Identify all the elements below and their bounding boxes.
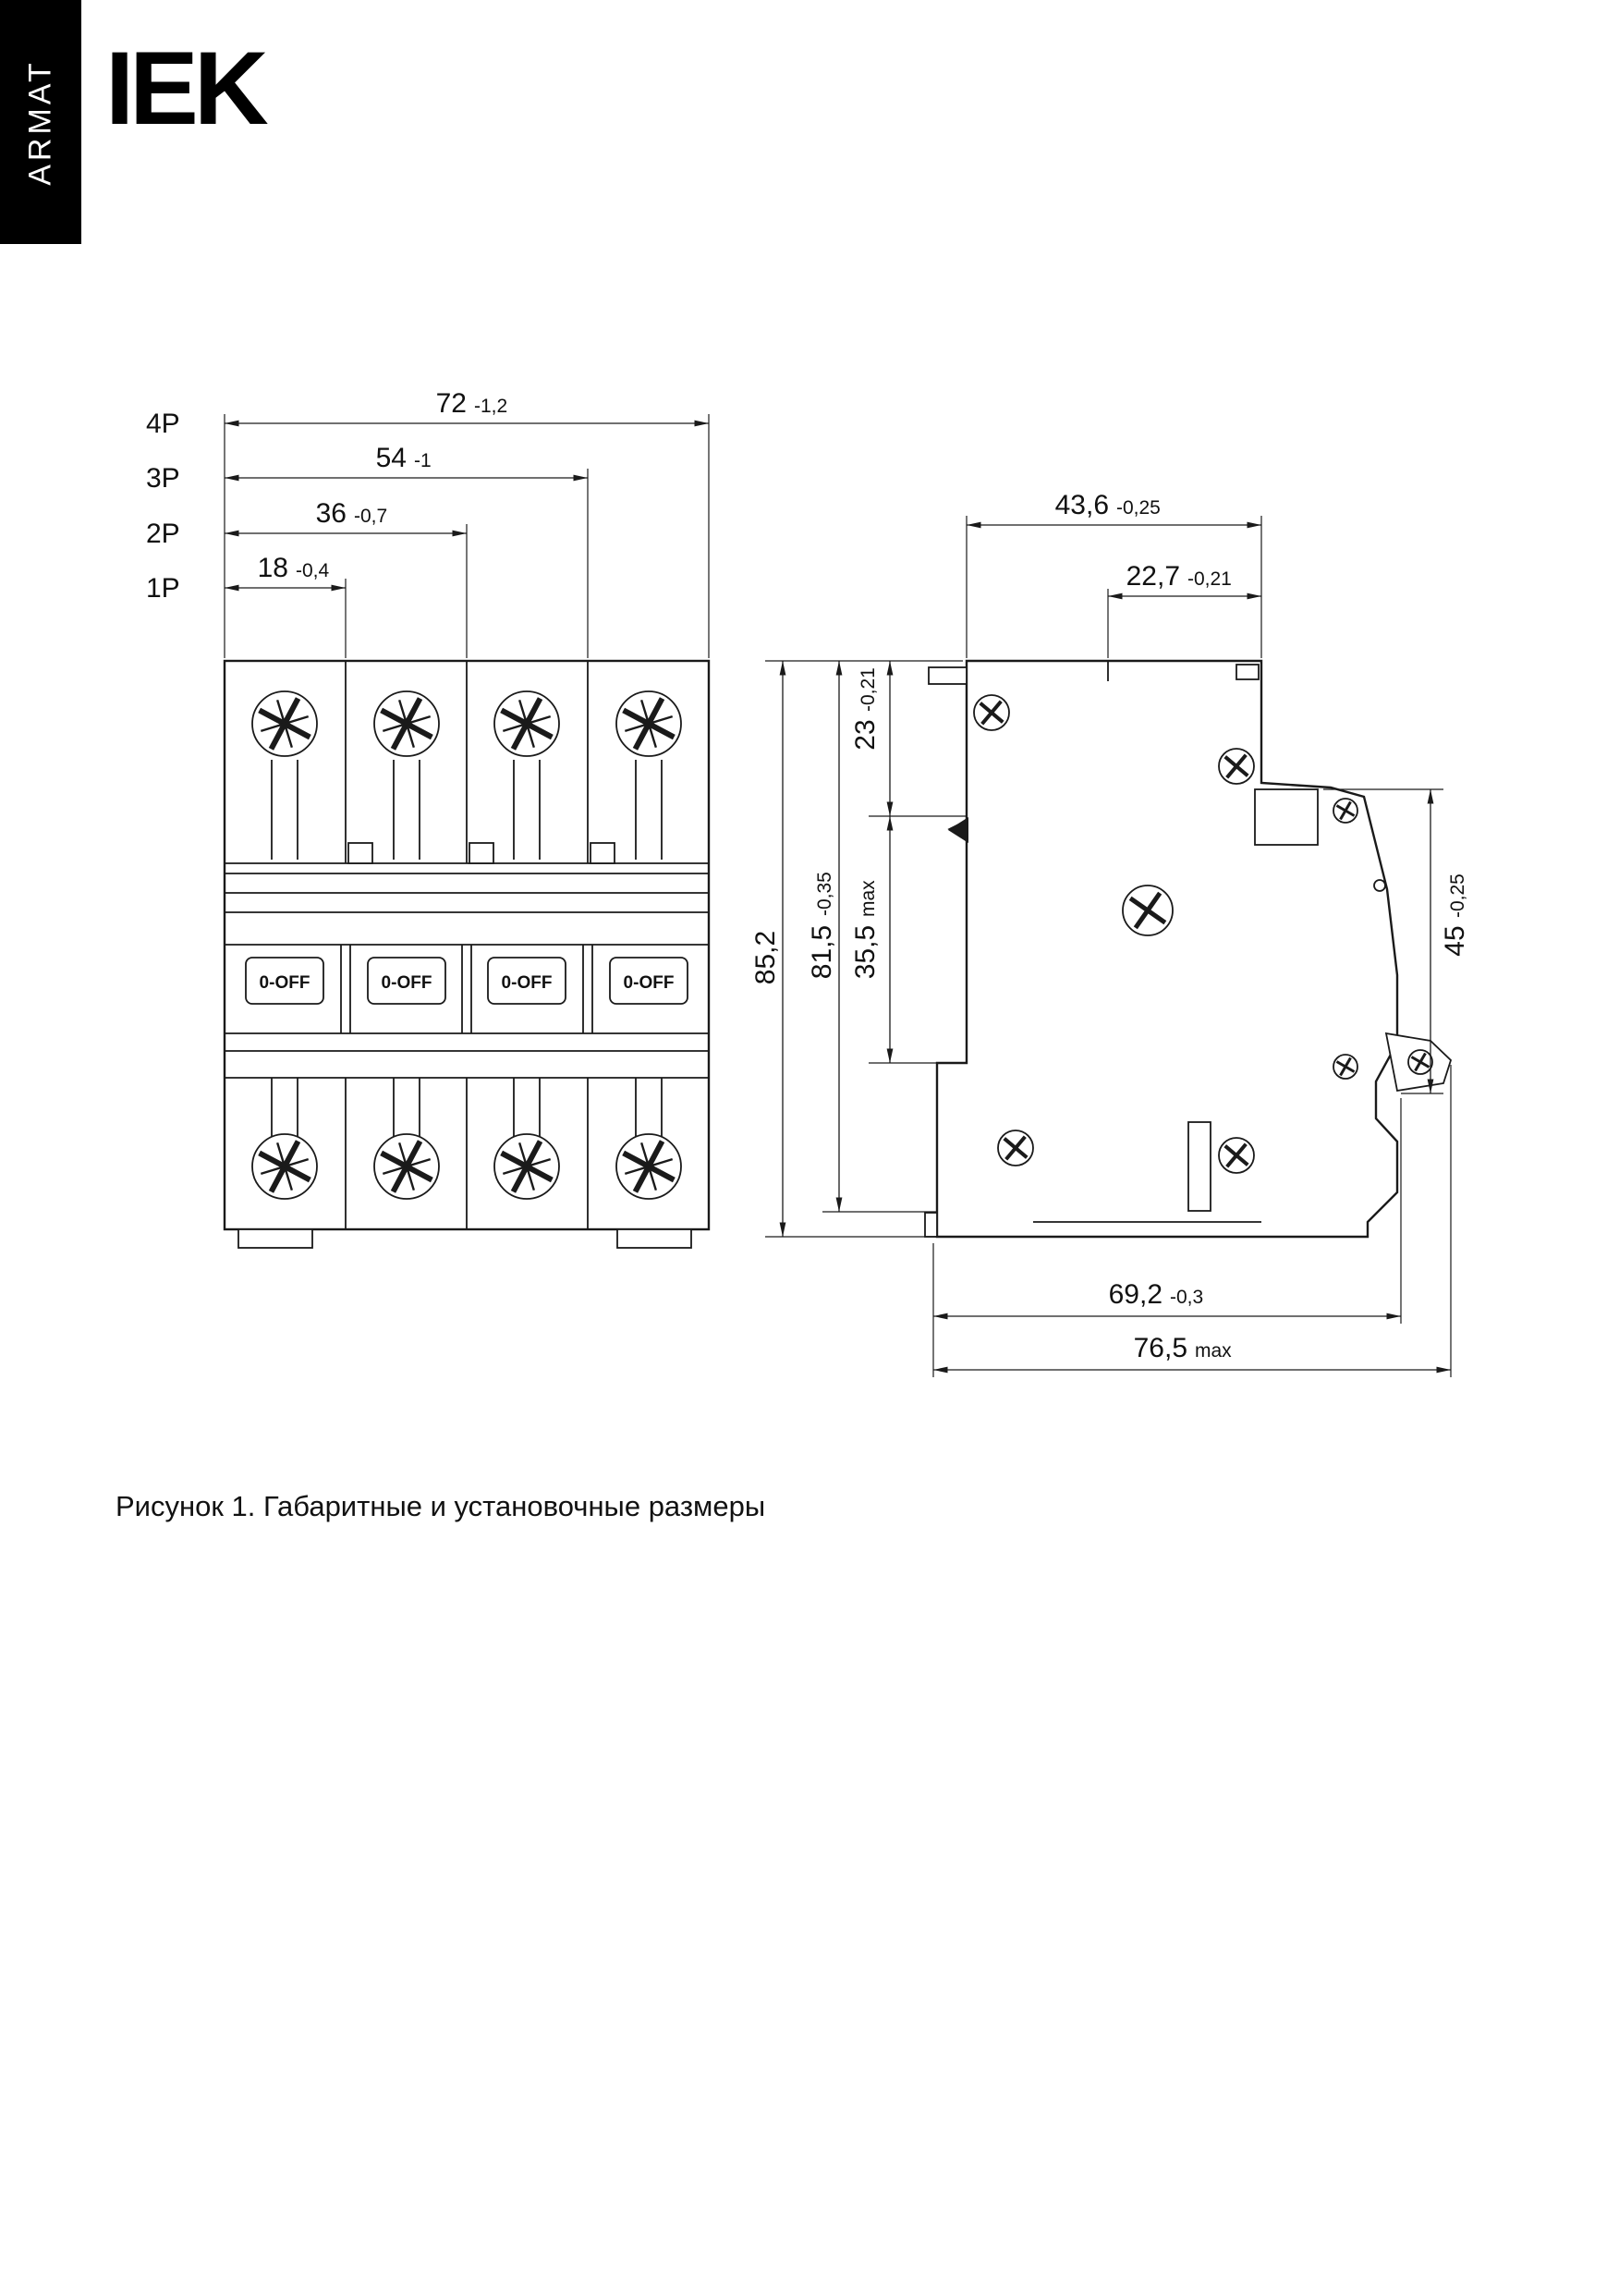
dim-body-height-value: 81,5 [807,925,837,979]
dim-2p-label: 2P [146,519,180,549]
dim-3p-label: 3P [146,463,180,494]
dim-mount-depth-tolerance: -0,3 [1170,1287,1203,1308]
toggle-handle [487,957,566,1005]
dim-top-width-value: 43,6 [1055,490,1109,520]
iek-logo: IEK [105,31,269,146]
dim-1p-label: 1P [146,573,180,604]
pole-2: 0-OFF [368,685,445,1205]
dim-upper-width-value: 22,7 [1126,561,1180,592]
side-toggle-handle [1254,788,1319,846]
din-clip-marker [948,817,968,843]
back-top-ledge [928,666,968,685]
dim-4p-tolerance: -1,2 [474,396,507,417]
back-bottom-foot [924,1212,938,1238]
dim-front-height-tolerance: -0,25 [1447,873,1468,918]
toggle-label: 0-OFF [624,973,675,993]
dim-body-height: 81,5 -0,35 [807,661,843,1212]
dim-2p-value: 36 [316,498,347,529]
dim-mid-height-value: 35,5 [850,925,881,979]
side-extension-lines [765,516,1452,1377]
dim-max-depth: 76,5 max [933,1333,1451,1374]
dim-3p: 3P 54 -1 [146,443,588,494]
dim-upper-height: 23 -0,21 [850,661,894,816]
toggle-label: 0-OFF [502,973,553,993]
dim-upper-height-value: 23 [850,719,881,750]
dim-mid-height: 35,5 max [850,816,894,1063]
side-view [924,659,1453,1239]
toggle-label: 0-OFF [260,973,310,993]
dim-upper-height-tolerance: -0,21 [858,667,879,712]
front-dimensions: 4P 72 -1,2 3P 54 -1 2P 36 -0,7 1P 18 -0,… [146,388,710,658]
dim-1p-tolerance: -0,4 [296,560,330,581]
pole-1: 0-OFF [246,685,323,1205]
dim-upper-width-tolerance: -0,21 [1187,568,1232,590]
dim-mount-depth-value: 69,2 [1109,1279,1163,1310]
dim-1p-value: 18 [258,553,288,583]
toggle-handle [367,957,446,1005]
dim-2p: 2P 36 -0,7 [146,498,467,549]
dim-4p-value: 72 [436,388,467,419]
dim-total-height-value: 85,2 [750,931,781,984]
dim-3p-value: 54 [376,443,407,473]
dim-max-depth-value: 76,5 [1134,1333,1187,1363]
pole-tabs [347,842,615,864]
dim-1p: 1P 18 -0,4 [146,553,346,604]
side-internal-lines [1033,661,1261,1223]
brand-sidebar: ARMAT [0,0,81,244]
dim-mount-depth: 69,2 -0,3 [933,1279,1401,1320]
dim-upper-width: 22,7 -0,21 [1108,561,1261,600]
dim-mid-height-suffix: max [858,880,879,917]
pole-3: 0-OFF [488,685,566,1205]
dim-front-height: 45 -0,25 [1427,789,1470,1093]
front-horizontal-bands [225,862,709,1079]
dim-3p-tolerance: -1 [414,450,432,471]
dim-max-depth-suffix: max [1195,1340,1232,1362]
front-view: 0-OFF 0-OFF 0-OFF 0-OFF [223,659,711,1249]
toggle-handle [245,957,324,1005]
dim-4p-label: 4P [146,409,180,439]
dim-top-width: 43,6 -0,25 [967,490,1261,529]
din-feet [237,1228,692,1249]
dim-body-height-tolerance: -0,35 [814,872,835,916]
top-right-detail [1236,664,1260,680]
dim-top-width-tolerance: -0,25 [1116,497,1161,519]
side-dimensions: 43,6 -0,25 22,7 -0,21 85,2 81,5 -0,35 [750,490,1470,1377]
pole-4: 0-OFF [610,685,688,1205]
dim-front-height-value: 45 [1440,925,1470,956]
figure-caption: Рисунок 1. Габаритные и установочные раз… [116,1490,766,1522]
front-extension-lines [224,414,710,658]
dim-2p-tolerance: -0,7 [354,506,387,527]
toggle-label: 0-OFF [382,973,432,993]
pin-detail [1373,879,1386,892]
pole-dividers [340,661,593,1229]
dim-4p: 4P 72 -1,2 [146,388,709,439]
toggle-handle [609,957,688,1005]
dim-total-height: 85,2 [750,661,786,1237]
